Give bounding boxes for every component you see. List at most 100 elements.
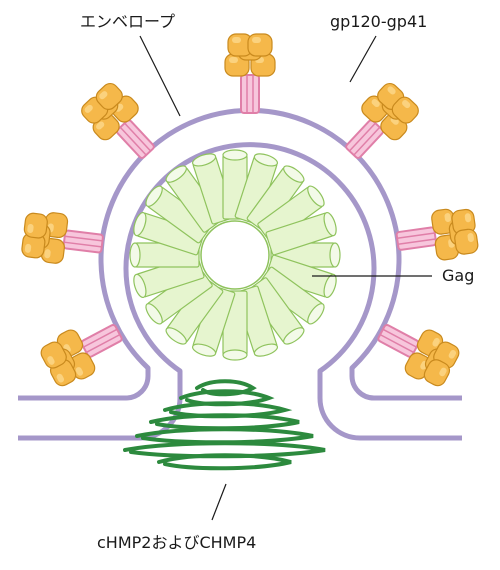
chmp-filament-turn (135, 427, 314, 445)
gag-lattice (129, 149, 341, 361)
gp41-stem-divider (119, 126, 147, 156)
gag-segment-cap (222, 149, 248, 161)
gag-segment-cap (307, 185, 325, 207)
gag-segment-cap (191, 153, 217, 167)
gp120-gp41-spike (345, 82, 419, 159)
chmp-label: cHMP2およびCHMP4 (97, 533, 256, 552)
gp120-gp41-spikes (21, 33, 479, 387)
gp120-lobe-highlight (387, 86, 396, 95)
gp120-head (224, 33, 276, 77)
gp120-lobe-highlight (229, 57, 238, 63)
gp120-lobe-highlight (432, 337, 440, 347)
gp120-lobe-highlight (402, 100, 411, 109)
chmp-filament-texture (180, 390, 271, 405)
gp41-stem-divider (353, 126, 381, 156)
gp41-stem-divider (85, 333, 121, 354)
gag-segment-cap (165, 327, 187, 345)
envelope-leader-line (139, 35, 181, 117)
gp120-lobe-highlight (232, 37, 241, 43)
gag-segment-cap (133, 273, 147, 299)
gp120-gp41-spike (224, 33, 276, 114)
gp120-lobe-highlight (252, 37, 261, 43)
gp120-lobe-highlight (44, 249, 51, 259)
gag-segment-cap (145, 185, 163, 207)
gp120-lobe-highlight (56, 373, 65, 383)
gp120-lobe-highlight (24, 243, 32, 253)
gp120-head (361, 82, 419, 141)
gp120-gp41-spike (81, 82, 155, 159)
gp41-stem-divider (348, 122, 376, 152)
gp120-lobe (23, 212, 48, 239)
gag-segment-cap (165, 165, 187, 183)
gp41-stem-divider (379, 333, 415, 354)
gag-segment (257, 185, 325, 244)
gp120-lobe-highlight (96, 121, 105, 130)
gp120-gp41-spike (21, 212, 104, 264)
gag-segment-cap (329, 242, 341, 268)
gp120-lobe (423, 359, 451, 387)
gag-segment-cap (283, 327, 305, 345)
gp120-head (21, 212, 69, 264)
chmp-filament-turn (157, 453, 292, 471)
gp120-gp41-spike (40, 324, 123, 387)
gp41-stem (395, 226, 438, 251)
gag-segment-cap (191, 343, 217, 357)
gp41-stem (240, 74, 260, 114)
gp120-lobe-highlight (467, 233, 474, 243)
gp120-lobe-highlight (27, 224, 34, 233)
gag-segment-cap (283, 165, 305, 183)
gp120-lobe-highlight (464, 213, 472, 223)
gag-segment-cap (133, 211, 147, 237)
gag-segment-cap (222, 349, 248, 361)
gp120-gp41-label: gp120-gp41 (330, 12, 427, 31)
gp41-stem (116, 119, 155, 159)
chmp-filament-spiral (123, 379, 326, 471)
gp120-gp41-spike (395, 208, 479, 261)
gag-segment-cap (323, 211, 337, 237)
gp41-stem-divider (397, 232, 435, 240)
gp120-lobe-highlight (444, 213, 451, 223)
gag-segment (133, 211, 205, 256)
gp120-head (404, 329, 460, 387)
gp41-stem-divider (64, 235, 103, 242)
gp41-stem-divider (124, 122, 152, 152)
gp120-lobe-highlight (84, 104, 93, 113)
gp120-gp41-spike (377, 324, 460, 387)
escrt-leader-line (211, 483, 227, 521)
gp120-lobe-highlight (75, 367, 84, 376)
gag-segment-cap (253, 153, 279, 167)
gp120-lobe-highlight (448, 349, 457, 359)
gag-segment-cap (323, 273, 337, 299)
gp41-stem (62, 229, 104, 254)
gag-segment (265, 254, 337, 299)
gp120-lobe-highlight (47, 356, 55, 365)
gp120-head (431, 208, 479, 261)
envelope-label: エンベロープ (80, 12, 175, 31)
gag-segment (145, 266, 213, 325)
chmp-filament-texture (136, 428, 314, 443)
gp41-stem-divider (63, 241, 102, 248)
gag-segment (265, 211, 337, 256)
gp120-lobe-highlight (439, 367, 447, 377)
gp41-stem-divider (83, 328, 118, 348)
gp120-lobe-highlight (99, 91, 108, 100)
gag-segment (191, 285, 236, 357)
gag-segment-cap (253, 343, 279, 357)
gag-segment-cap (145, 303, 163, 325)
envelope-inner-membrane (18, 142, 462, 441)
gp120-lobe (95, 82, 123, 110)
chmp-filament-texture (158, 454, 292, 469)
gp120-head (40, 329, 96, 387)
gag-segment-cap (129, 242, 141, 268)
gp120-lobe (247, 33, 273, 57)
gag-label: Gag (442, 266, 474, 285)
gag-segment (246, 277, 305, 345)
gp120-head (81, 82, 139, 141)
chmp-filament-texture (196, 380, 255, 395)
gp120-lobe (391, 96, 419, 124)
gp120-lobe (454, 228, 479, 255)
gp41-stem (345, 119, 384, 159)
gag-segment-cap (307, 303, 325, 325)
gp-leader-line (349, 35, 377, 83)
